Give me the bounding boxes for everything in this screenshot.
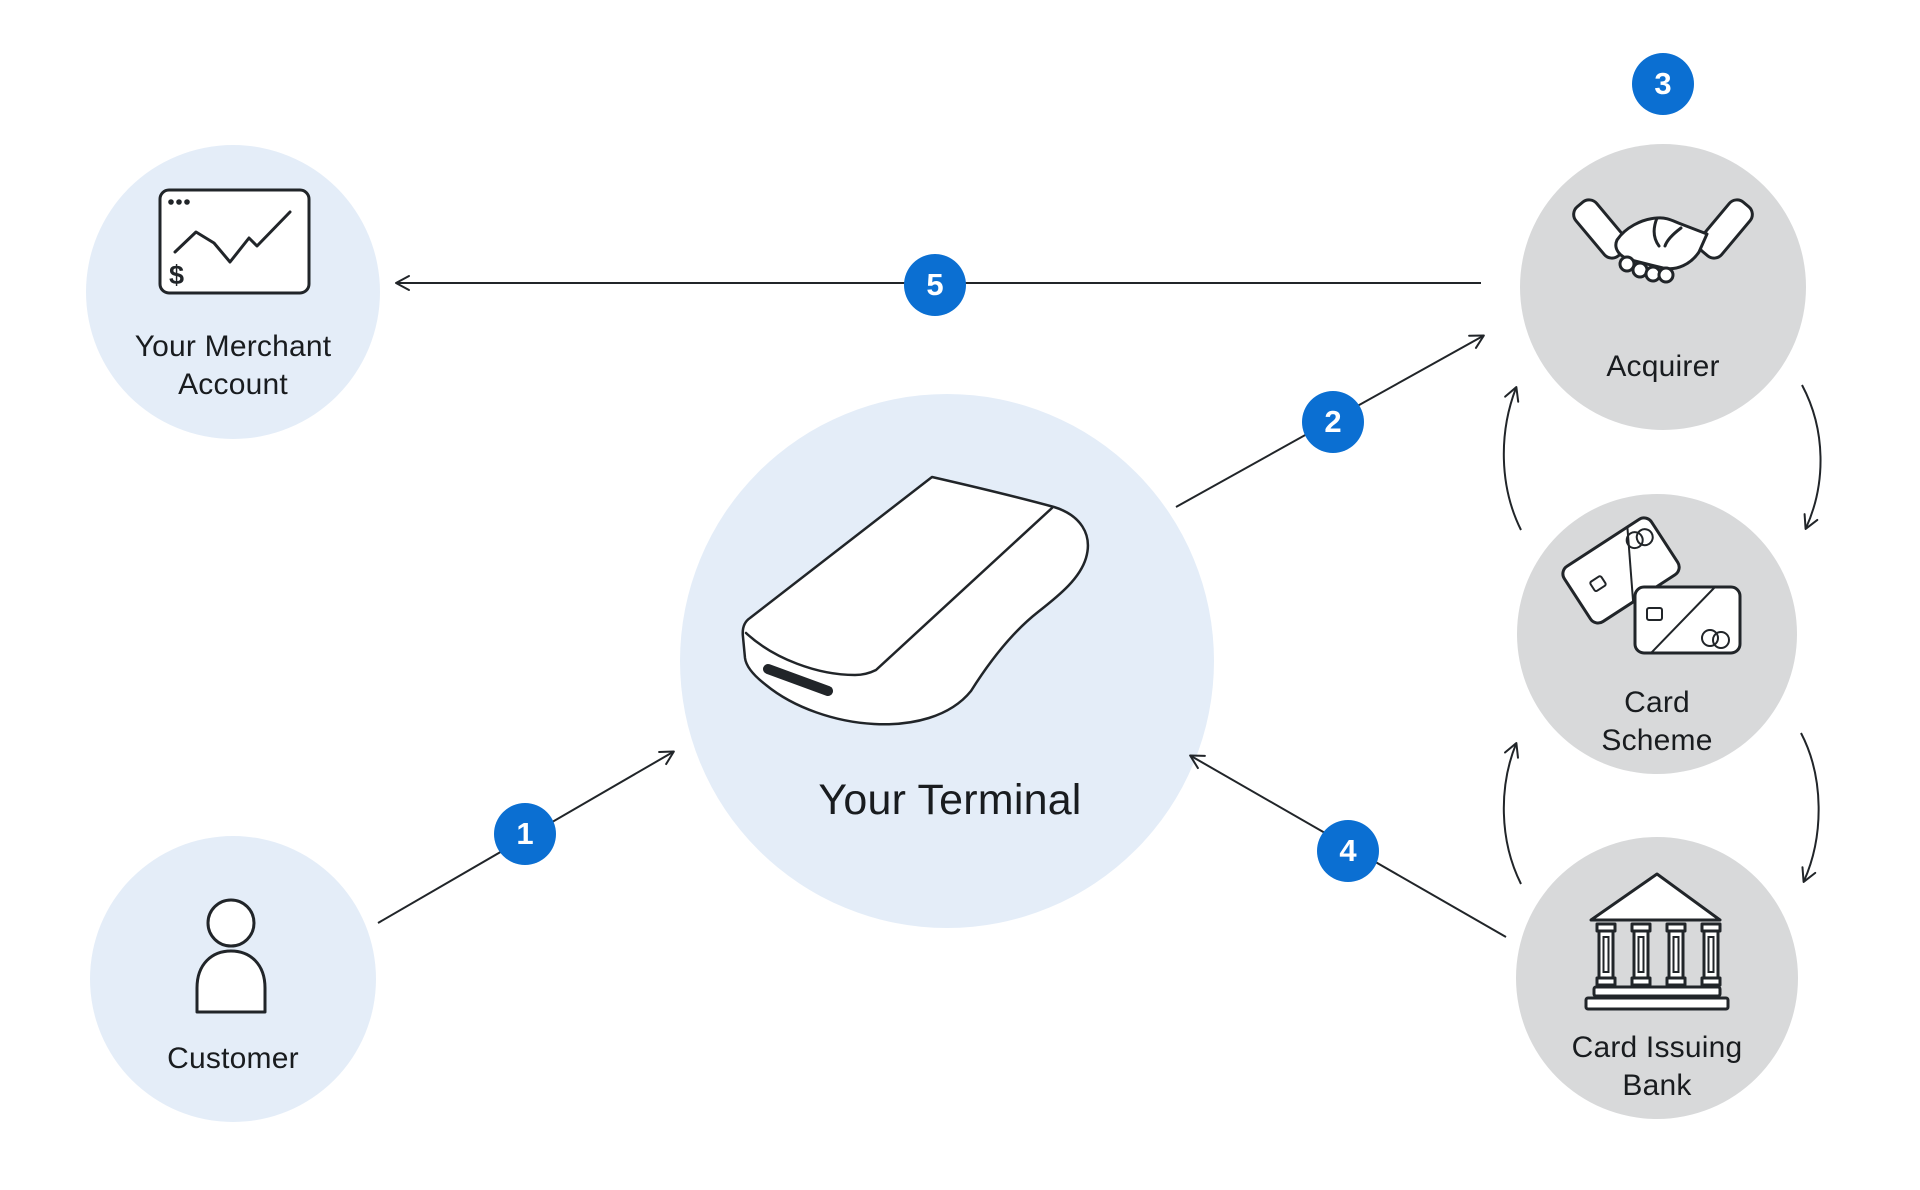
step-1-badge: 1: [494, 803, 556, 865]
handshake-icon: [1572, 198, 1754, 284]
step-3-badge: 3: [1632, 53, 1694, 115]
arrow-acquirer-to-card-scheme-right-curve: [1801, 384, 1822, 530]
bank-icon: [1584, 872, 1730, 1011]
step-2-badge: 2: [1302, 391, 1364, 453]
terminal-label: Your Terminal: [818, 776, 1082, 824]
step-4-badge: 4: [1317, 820, 1379, 882]
card-scheme-label: Card Scheme: [1601, 686, 1713, 757]
payment-cards-icon: [1561, 516, 1742, 655]
merchant-account-label: Your Merchant Account: [134, 330, 332, 401]
merchant-dollar-sign: $: [169, 260, 184, 290]
arrow-bank-to-card-scheme-left-curve: [1502, 742, 1522, 885]
arrow-card-scheme-to-bank-right-curve: [1800, 732, 1820, 883]
merchant-dashboard-icon: $: [158, 188, 311, 295]
acquirer-label: Acquirer: [1606, 350, 1720, 383]
card-terminal-icon: [741, 475, 1090, 726]
step-5-badge: 5: [904, 254, 966, 316]
customer-label: Customer: [167, 1042, 299, 1075]
arrow-card-scheme-to-acquirer-left-curve: [1502, 386, 1522, 531]
acquirer-node-circle: [1520, 144, 1806, 430]
person-icon: [195, 898, 267, 1014]
card-issuing-bank-label: Card Issuing Bank: [1571, 1031, 1743, 1102]
